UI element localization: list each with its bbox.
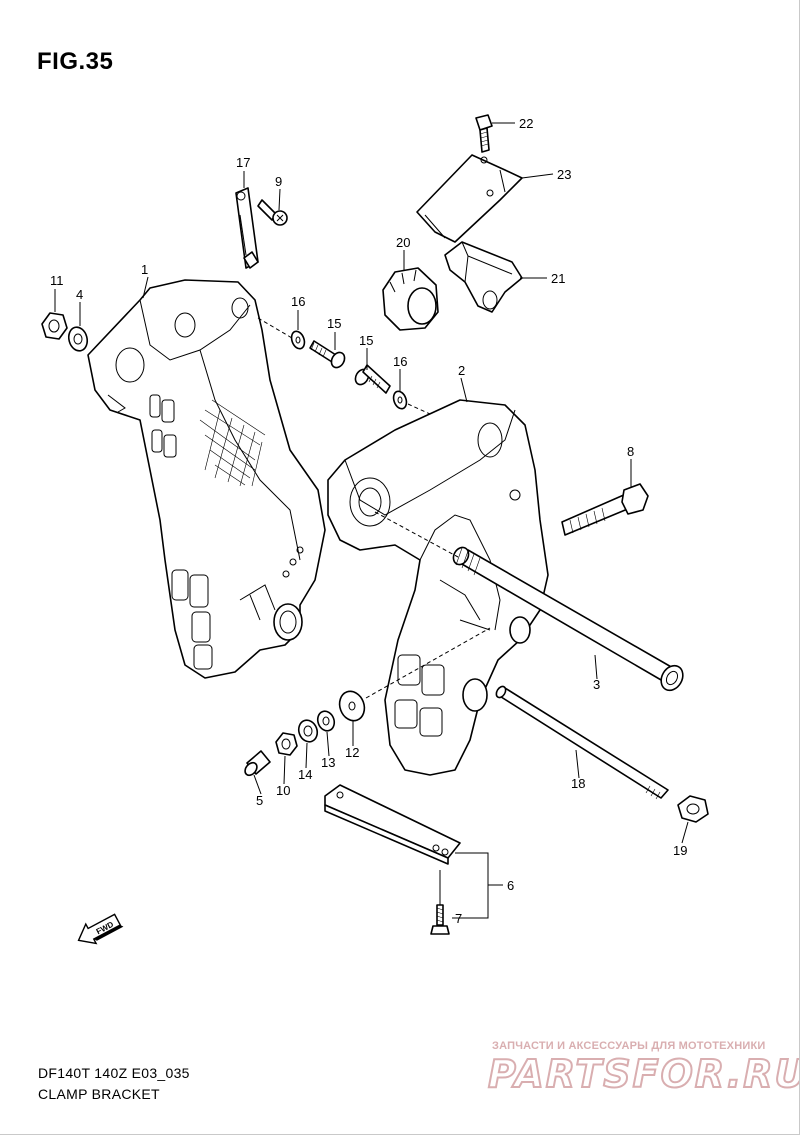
part-19-strap bbox=[235, 187, 259, 269]
part-7-bolt bbox=[430, 904, 450, 935]
callout-7: 7 bbox=[455, 911, 462, 926]
watermark-logo: PARTSFOR.RU bbox=[487, 1051, 800, 1097]
callout-8: 8 bbox=[627, 444, 634, 459]
callout-9: 9 bbox=[275, 174, 282, 189]
part-18-flange-nut bbox=[677, 795, 709, 823]
figure-title: FIG.35 bbox=[37, 48, 114, 75]
part-16-washer-lower bbox=[392, 390, 408, 410]
part-22-bolt bbox=[475, 114, 493, 153]
part-8-bolt bbox=[561, 483, 649, 536]
part-4-washer bbox=[67, 326, 89, 352]
callout-4: 4 bbox=[76, 287, 83, 302]
callout-13: 13 bbox=[321, 755, 335, 770]
callout-14: 14 bbox=[298, 767, 312, 782]
part-12-washer bbox=[338, 690, 366, 722]
part-21-bracket bbox=[444, 241, 523, 313]
part-14-washer bbox=[297, 719, 319, 743]
callout-19: 17 bbox=[236, 155, 250, 170]
part-3-tilt-shaft bbox=[452, 546, 684, 692]
callout-11: 11 bbox=[50, 273, 64, 288]
part-15-bolt-lower bbox=[354, 364, 391, 394]
callout-23: 23 bbox=[557, 167, 571, 182]
callout-2: 2 bbox=[458, 363, 465, 378]
callout-labels: 11 4 1 17 9 16 15 15 16 2 8 3 18 19 22 2… bbox=[50, 116, 687, 926]
callout-16-upper: 16 bbox=[291, 294, 305, 309]
part-15-bolt-upper bbox=[309, 340, 346, 369]
part-9-screw bbox=[257, 199, 288, 226]
callout-16-lower: 16 bbox=[393, 354, 407, 369]
part-1-clamp-bracket-left bbox=[87, 279, 326, 679]
part-17-shaft bbox=[495, 685, 669, 800]
part-23-cover bbox=[416, 154, 523, 243]
fwd-arrow-icon: FWD bbox=[77, 913, 124, 945]
model-code: DF140T 140Z E03_035 bbox=[38, 1065, 190, 1081]
leader-lines bbox=[54, 122, 689, 919]
callout-18: 19 bbox=[673, 843, 687, 858]
callout-22: 22 bbox=[519, 116, 533, 131]
callout-6: 6 bbox=[507, 878, 514, 893]
watermark-tagline: ЗАПЧАСТИ И АКСЕССУАРЫ ДЛЯ МОТОТЕХНИКИ bbox=[492, 1040, 766, 1052]
callout-21: 21 bbox=[551, 271, 565, 286]
part-13-washer bbox=[316, 710, 336, 732]
callout-17: 18 bbox=[571, 776, 585, 791]
callout-5: 5 bbox=[256, 793, 263, 808]
part-6-plate bbox=[324, 784, 461, 865]
part-11-nut bbox=[41, 312, 68, 340]
part-20-cap bbox=[382, 267, 439, 331]
callout-15-lower: 15 bbox=[359, 333, 373, 348]
callout-12: 12 bbox=[345, 745, 359, 760]
callout-10: 10 bbox=[276, 783, 290, 798]
part-2-clamp-bracket-right bbox=[327, 399, 549, 776]
callout-20: 20 bbox=[396, 235, 410, 250]
callout-3: 3 bbox=[593, 677, 600, 692]
callout-1: 1 bbox=[141, 262, 148, 277]
part-5-collar bbox=[244, 750, 271, 777]
callout-15-upper: 15 bbox=[327, 316, 341, 331]
figure-name: CLAMP BRACKET bbox=[38, 1086, 160, 1102]
part-10-nut bbox=[275, 732, 298, 756]
part-16-washer-upper bbox=[290, 330, 306, 350]
